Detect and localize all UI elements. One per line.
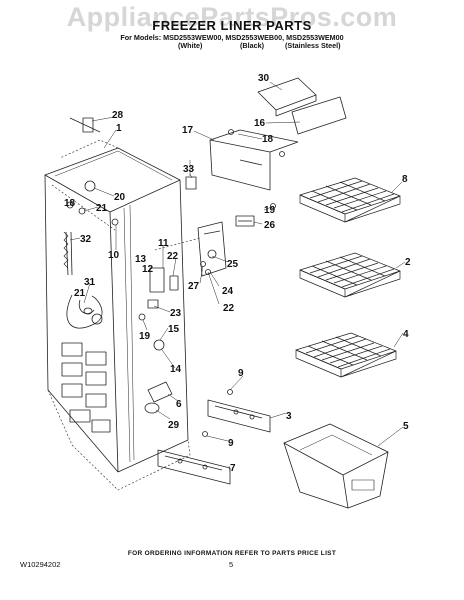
control-parts [138,160,227,414]
callout-1: 1 [116,123,122,134]
document-id: W10294202 [20,560,61,569]
callout-22b: 22 [223,303,235,314]
callout-17: 17 [182,125,194,136]
leader-lines [69,81,406,473]
callout-11: 11 [158,238,169,249]
callout-7: 7 [230,463,236,474]
callout-18: 18 [64,198,76,209]
callout-13: 13 [135,254,147,265]
watermark-text: AppliancePartsPros.com [66,2,398,32]
shelf-rails [157,389,271,485]
finish-stainless: (Stainless Steel) [285,41,341,50]
callout-19: 19 [264,205,276,216]
ordering-note: FOR ORDERING INFORMATION REFER TO PARTS … [127,550,337,557]
callout-32: 32 [80,234,92,245]
finish-black: (Black) [240,41,264,50]
callout-31: 31 [84,277,96,288]
callout-21b: 21 [74,288,86,299]
page-number: 5 [229,560,234,569]
callout-3: 3 [286,411,292,422]
callout-24: 24 [222,286,234,297]
callout-6: 6 [176,399,182,410]
callout-25: 25 [227,259,239,270]
callout-labels: 28 1 20 18 21 32 10 31 21 30 16 17 18 33… [64,73,411,474]
callout-28: 28 [112,110,124,121]
callout-5: 5 [403,421,409,432]
page-title: FREEZER LINER PARTS [152,18,312,33]
callout-29: 29 [168,420,180,431]
callout-9b: 9 [228,438,234,449]
shelf-middle [299,252,401,298]
freezer-liner [44,117,191,491]
callout-27: 27 [188,281,200,292]
callout-18b: 18 [262,134,274,145]
callout-14: 14 [170,364,182,375]
callout-23: 23 [170,308,182,319]
callout-30: 30 [258,73,270,84]
callout-15: 15 [168,324,180,335]
callout-20: 20 [114,192,126,203]
models-line: For Models: MSD2553WEW00, MSD2553WEB00, … [120,33,344,42]
shelf-top [299,177,401,223]
ice-bin [283,423,389,509]
finish-white: (White) [178,41,203,50]
callout-33: 33 [183,164,195,175]
callout-2: 2 [405,257,411,268]
callout-19b: 19 [139,331,151,342]
callout-4: 4 [403,329,409,340]
air-diffuser-parts [209,77,347,227]
callout-16: 16 [254,118,266,129]
callout-8: 8 [402,174,408,185]
callout-9: 9 [238,368,244,379]
callout-21: 21 [96,203,108,214]
callout-26: 26 [264,220,276,231]
shelf-lower [295,332,397,378]
callout-10: 10 [108,250,120,261]
callout-12: 12 [142,264,154,275]
callout-22: 22 [167,251,179,262]
